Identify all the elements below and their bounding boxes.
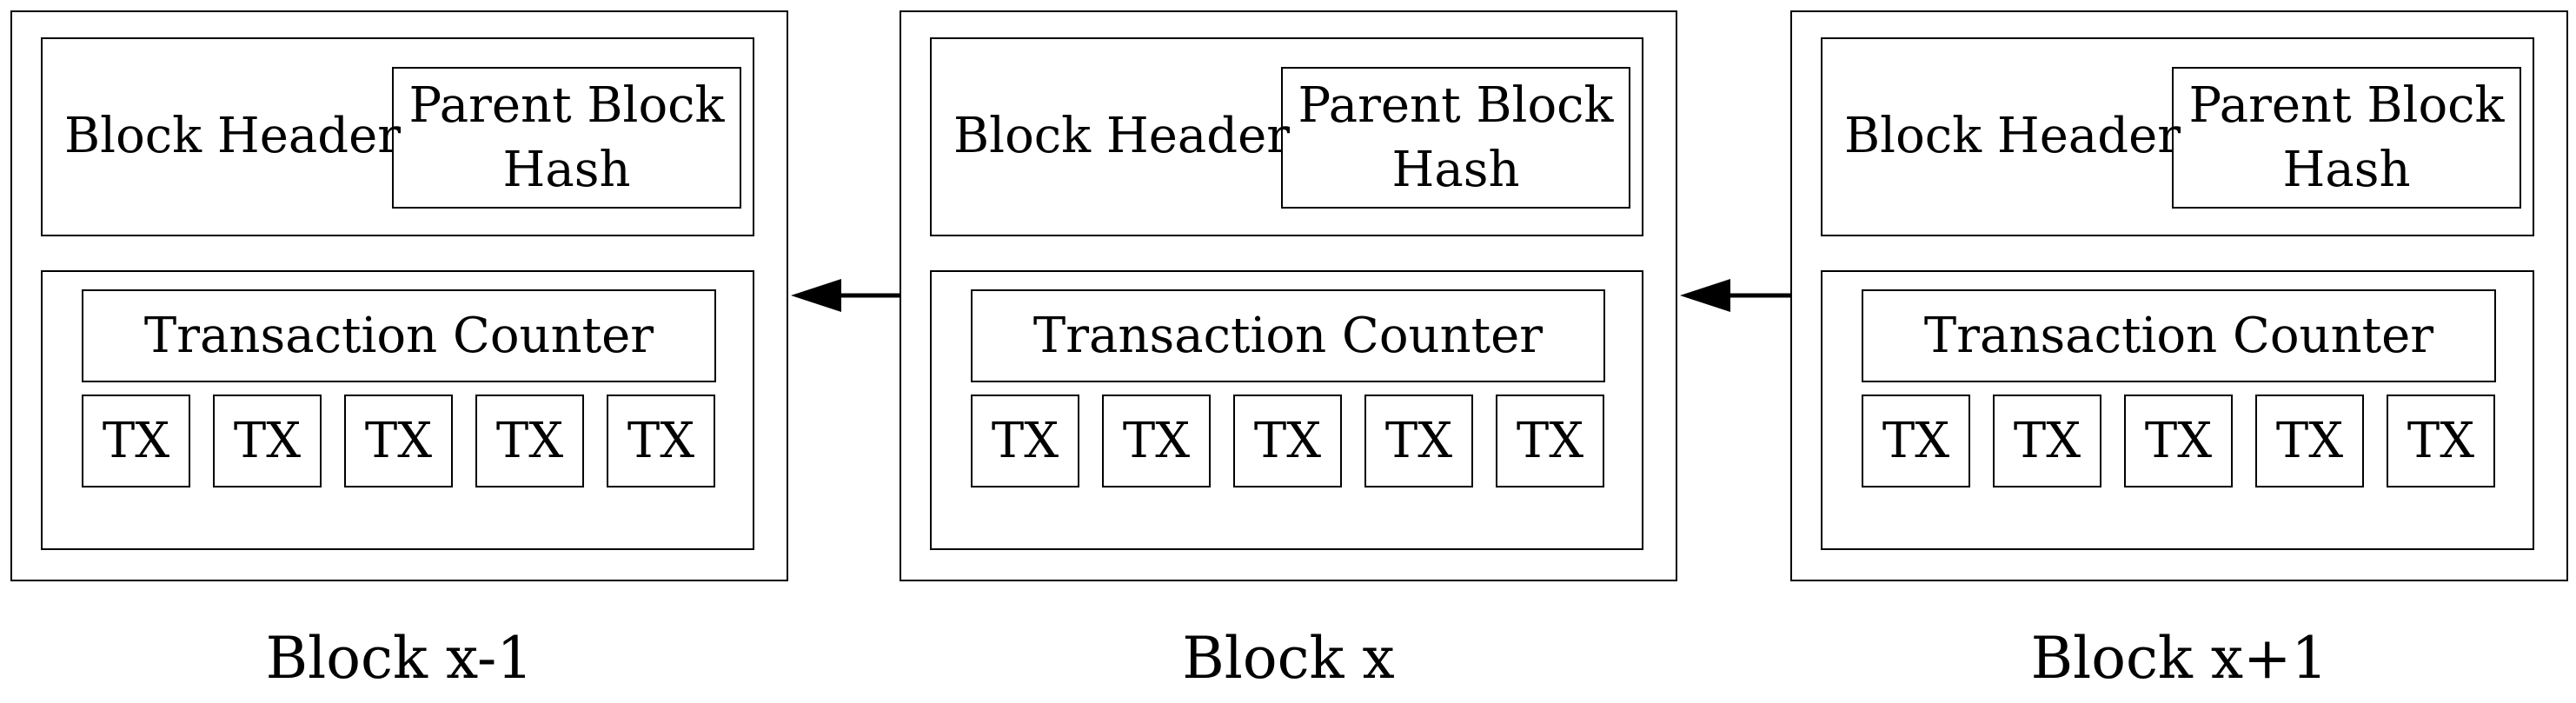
transaction: TX xyxy=(475,395,584,487)
transaction: TX xyxy=(344,395,453,487)
block-header-label: Block Header xyxy=(1844,108,2181,164)
transaction: TX xyxy=(1993,395,2101,487)
transaction: TX xyxy=(1364,395,1473,487)
block-body xyxy=(930,270,1643,550)
block-header xyxy=(1821,37,2534,236)
block-header-label: Block Header xyxy=(953,108,1290,164)
transaction: TX xyxy=(2124,395,2233,487)
transaction: TX xyxy=(971,395,1079,487)
transaction: TX xyxy=(1102,395,1211,487)
transaction: TX xyxy=(1496,395,1604,487)
block-body xyxy=(1821,270,2534,550)
block-caption: Block x+1 xyxy=(2030,625,2328,692)
link-arrow-head xyxy=(1680,279,1730,312)
parent-block-hash: Parent Block Hash xyxy=(392,67,741,209)
block-header-label: Block Header xyxy=(64,108,401,164)
transaction: TX xyxy=(82,395,190,487)
block-header xyxy=(930,37,1643,236)
block-body xyxy=(41,270,754,550)
transaction-counter: Transaction Counter xyxy=(971,289,1605,382)
transaction: TX xyxy=(607,395,715,487)
transaction: TX xyxy=(1862,395,1970,487)
transaction-counter: Transaction Counter xyxy=(82,289,716,382)
transaction: TX xyxy=(213,395,322,487)
parent-block-hash: Parent Block Hash xyxy=(2172,67,2521,209)
transaction: TX xyxy=(1233,395,1342,487)
transaction-counter: Transaction Counter xyxy=(1862,289,2496,382)
block-caption: Block x-1 xyxy=(265,625,534,692)
parent-block-hash: Parent Block Hash xyxy=(1281,67,1630,209)
block-header xyxy=(41,37,754,236)
transaction: TX xyxy=(2387,395,2495,487)
link-arrow-head xyxy=(791,279,841,312)
transaction: TX xyxy=(2255,395,2364,487)
block-caption: Block x xyxy=(1182,625,1395,692)
